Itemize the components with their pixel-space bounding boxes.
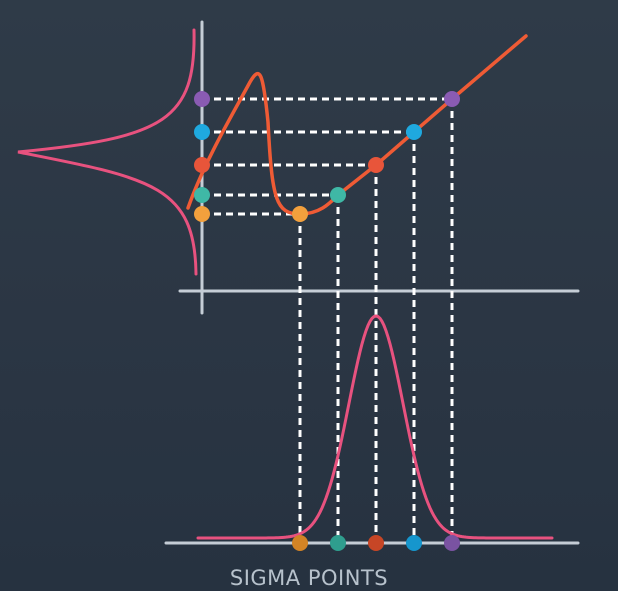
- input-sigma-point-red: [368, 535, 384, 551]
- transformed-sigma-point-purple: [444, 91, 460, 107]
- sigma-point-markers: [194, 91, 460, 551]
- output-sigma-point-orange: [194, 206, 210, 222]
- output-sigma-point-teal: [194, 187, 210, 203]
- transformed-sigma-point-blue: [406, 124, 422, 140]
- input-sigma-point-teal: [330, 535, 346, 551]
- transformed-sigma-point-red: [368, 157, 384, 173]
- input-sigma-point-blue: [406, 535, 422, 551]
- nonlinear-transform-curve: [186, 34, 528, 216]
- output-sigma-point-blue: [194, 124, 210, 140]
- input-sigma-point-purple: [444, 535, 460, 551]
- output-sigma-point-purple: [194, 91, 210, 107]
- transformed-sigma-point-teal: [330, 187, 346, 203]
- input-sigma-point-orange: [292, 535, 308, 551]
- input-gaussian-curve: [196, 314, 554, 540]
- projection-guides: [202, 97, 454, 543]
- caption-sigma-points: SIGMA POINTS: [229, 566, 389, 590]
- curves: [17, 28, 554, 540]
- output-sigma-point-red: [194, 157, 210, 173]
- output-distribution-curve: [17, 28, 198, 276]
- transformed-sigma-point-orange: [292, 206, 308, 222]
